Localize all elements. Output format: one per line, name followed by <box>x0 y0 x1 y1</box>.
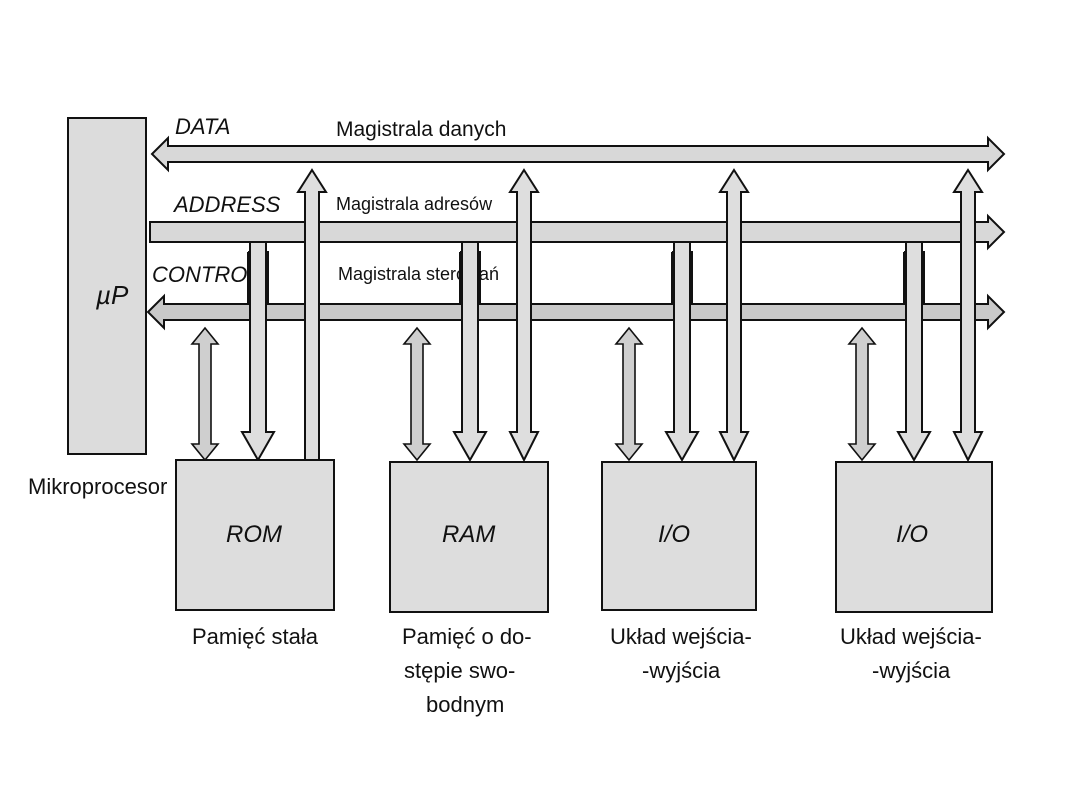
control-bus-tag: CONTROL <box>152 262 260 287</box>
module-ram-caption-line-1: Pamięć o do- <box>402 624 532 649</box>
module-ram-caption-line-2: stępie swo- <box>404 658 515 683</box>
module-ram-caption: Pamięć o do- stępie swo- bodnym <box>402 624 538 717</box>
module-ram-caption-line-3: bodnym <box>426 692 504 717</box>
io1-control-arrow <box>614 326 644 462</box>
io2-control-arrow <box>847 326 877 462</box>
io1-data-arrow <box>718 168 750 463</box>
data-bus-tag: DATA <box>175 114 230 139</box>
address-bus-name: Magistrala adresów <box>336 194 493 214</box>
rom-control-arrow <box>190 326 220 462</box>
io2-data-arrow <box>952 168 984 463</box>
module-rom-caption: Pamięć stała <box>192 624 319 649</box>
module-io-1-caption-line-1: Układ wejścia- <box>610 624 752 649</box>
module-io-2-label: I/O <box>896 521 928 548</box>
module-io-2-caption-line-1: Układ wejścia- <box>840 624 982 649</box>
io1-address-arrow <box>664 241 700 463</box>
ram-control-arrow <box>402 326 432 462</box>
module-rom-caption-line-1: Pamięć stała <box>192 624 319 649</box>
module-io-1-caption: Układ wejścia- -wyjścia <box>610 624 758 683</box>
module-io-2-caption-line-2: -wyjścia <box>872 658 951 683</box>
ram-address-arrow <box>452 241 488 463</box>
control-bus <box>146 293 1006 331</box>
module-io-1-caption-line-2: -wyjścia <box>642 658 721 683</box>
module-io-1: I/O Układ wejścia- -wyjścia <box>601 461 758 683</box>
ram-data-arrow <box>508 168 540 463</box>
microprocessor-symbol: µP <box>95 280 129 310</box>
address-bus <box>149 213 1006 251</box>
data-bus <box>150 135 1006 173</box>
module-io-1-label: I/O <box>658 521 690 548</box>
module-rom: ROM Pamięć stała <box>175 459 335 649</box>
io2-address-arrow <box>896 241 932 463</box>
rom-address-arrow <box>240 241 276 463</box>
module-rom-label: ROM <box>226 521 282 548</box>
address-bus-tag: ADDRESS <box>172 192 281 217</box>
module-ram: RAM Pamięć o do- stępie swo- bodnym <box>389 461 549 717</box>
microprocessor-caption: Mikroprocesor <box>28 474 167 499</box>
data-bus-name: Magistrala danych <box>336 118 506 141</box>
microprocessor-block <box>67 117 147 455</box>
module-io-2: I/O Układ wejścia- -wyjścia <box>835 461 993 683</box>
control-bus-name: Magistrala sterowań <box>338 264 499 284</box>
module-ram-label: RAM <box>442 521 495 548</box>
module-io-2-caption: Układ wejścia- -wyjścia <box>840 624 988 683</box>
